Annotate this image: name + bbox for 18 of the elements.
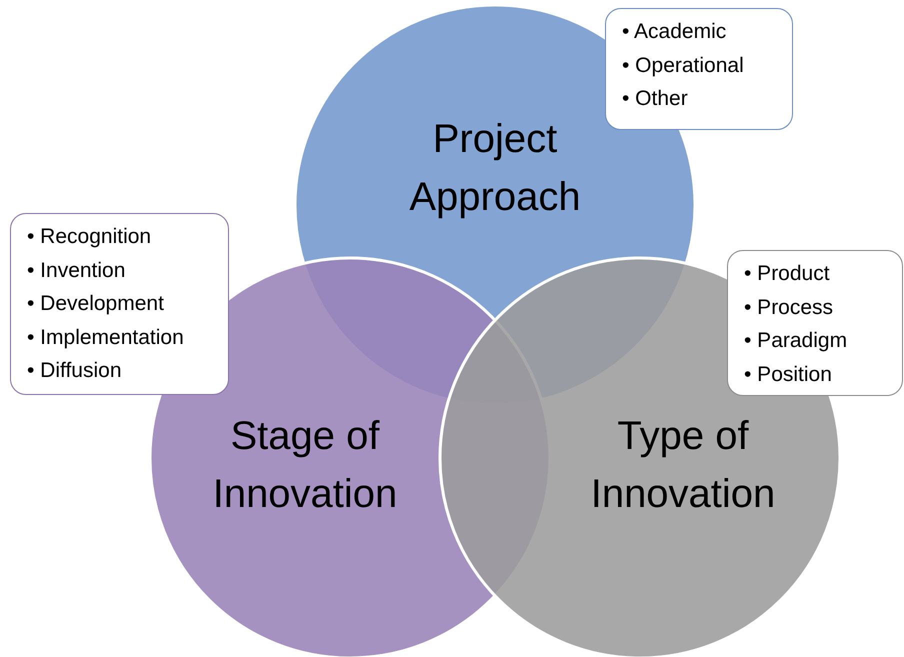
bullet-item: • Implementation — [27, 324, 184, 350]
list-card — [605, 8, 793, 130]
bullet-item: • Operational — [622, 52, 744, 78]
bullet-item: • Process — [744, 294, 834, 320]
list-card — [10, 213, 229, 395]
bullet-item: • Invention — [27, 258, 126, 284]
bullet-item: • Other — [622, 86, 688, 112]
bullet-item: • Development — [27, 291, 164, 317]
bullet-item: • Diffusion — [27, 358, 122, 384]
circle-label: Project Approach — [408, 116, 582, 221]
list-card — [727, 250, 903, 396]
bullet-item: • Position — [744, 362, 832, 388]
circle-label: Type of Innovation — [590, 413, 776, 518]
bullet-item: • Product — [744, 261, 830, 287]
bullet-item: • Recognition — [27, 224, 152, 250]
circle-label: Stage of Innovation — [212, 413, 398, 518]
bullet-item: • Academic — [622, 19, 726, 45]
bullet-item: • Paradigm — [744, 328, 848, 354]
